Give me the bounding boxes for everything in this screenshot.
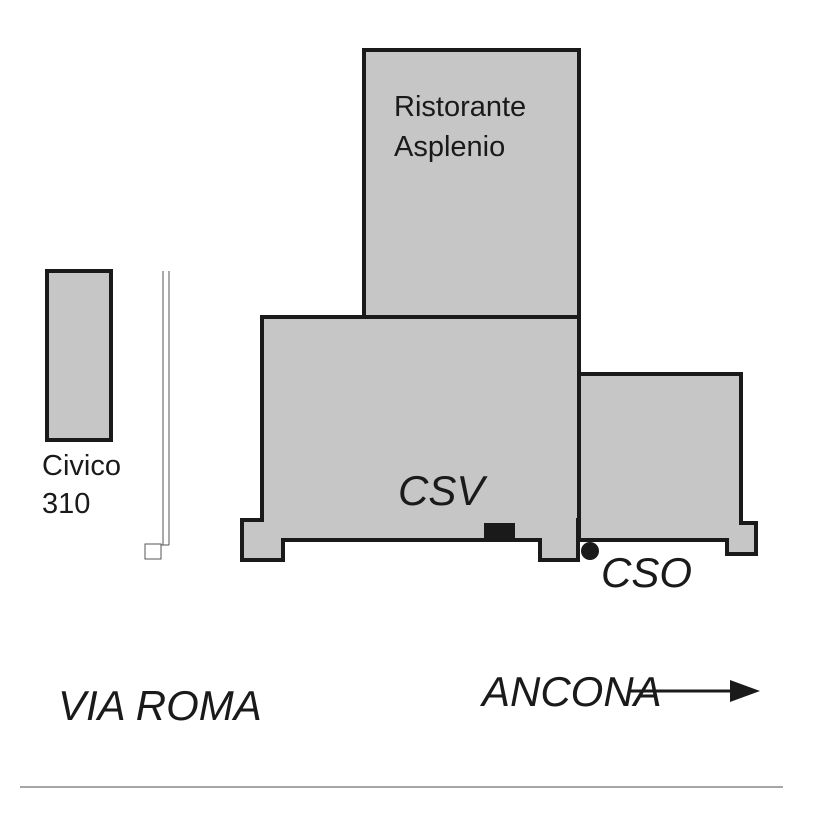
civico-label-line1: Civico (42, 450, 121, 482)
restaurant-name-line1: Ristorante (394, 91, 526, 123)
cso-marker (581, 542, 599, 560)
street-label: VIA ROMA (58, 682, 262, 729)
csv-marker (484, 523, 515, 540)
cso-label: CSO (601, 549, 692, 596)
restaurant-building (362, 48, 581, 320)
main-building (240, 315, 581, 562)
pole-marker (144, 271, 170, 560)
right-building (577, 372, 758, 556)
restaurant-name-line2: Asplenio (394, 131, 505, 163)
direction-arrow-icon (630, 680, 760, 702)
civico-label-line2: 310 (42, 488, 90, 520)
csv-label: CSV (398, 467, 488, 514)
civico-building (45, 269, 113, 442)
